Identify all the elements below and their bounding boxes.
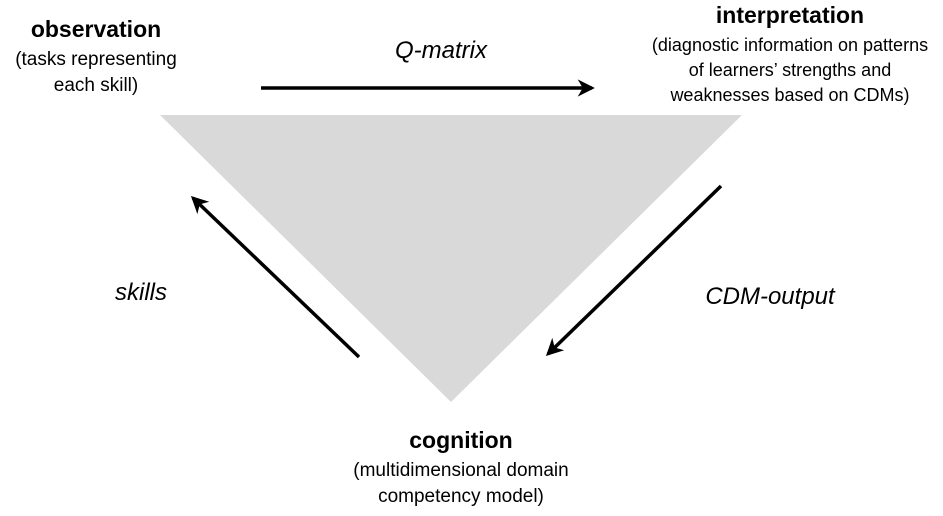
node-observation-subtitle: (tasks representing each skill) (0, 47, 194, 99)
subtitle-line: (multidimensional domain (353, 460, 569, 482)
subtitle-line: each skill) (53, 75, 139, 97)
node-observation-title: observation (30, 16, 162, 42)
subtitle-line: competency model) (378, 486, 544, 508)
subtitle-line: weaknesses based on CDMs) (670, 85, 910, 106)
edge-label-q-matrix: Q-matrix (395, 37, 487, 64)
node-interpretation: interpretation (diagnostic information o… (634, 2, 943, 108)
edge-label-cdm-output: CDM-output (705, 283, 835, 310)
subtitle-line: (diagnostic information on patterns (651, 35, 929, 56)
subtitle-line: of learners’ strengths and (688, 60, 892, 81)
triangle-shape (160, 115, 742, 402)
node-cognition-subtitle: (multidimensional domain competency mode… (300, 458, 622, 510)
node-observation: observation (tasks representing each ski… (0, 16, 194, 99)
arrow-cognition-to-observation (190, 196, 361, 359)
arrow-interpretation-to-cognition (545, 184, 723, 356)
node-cognition-title: cognition (409, 427, 513, 453)
node-interpretation-title: interpretation (715, 2, 865, 28)
subtitle-line: (tasks representing (15, 49, 177, 71)
node-cognition: cognition (multidimensional domain compe… (300, 427, 622, 510)
node-interpretation-subtitle: (diagnostic information on patterns of l… (634, 33, 943, 108)
edge-label-skills: skills (115, 279, 167, 306)
